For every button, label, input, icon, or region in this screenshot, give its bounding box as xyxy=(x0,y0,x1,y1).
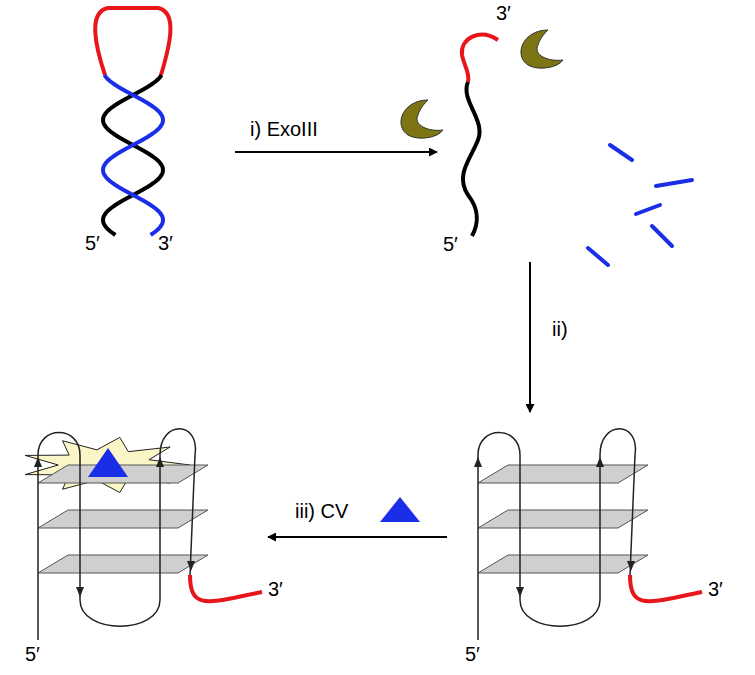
exonuclease-icon xyxy=(401,100,443,138)
loop-strand xyxy=(630,575,702,601)
strand-end-label: 3′ xyxy=(158,232,173,255)
strand-end-label: 3′ xyxy=(496,2,511,25)
strand-direction xyxy=(156,457,164,467)
strand-end-label: 5′ xyxy=(85,232,100,255)
exonuclease-icon xyxy=(521,30,563,68)
step-label: i) ExoIII xyxy=(250,118,318,141)
g-rich-strand xyxy=(478,429,635,640)
g-quadruplex xyxy=(474,429,702,640)
strand-direction xyxy=(187,561,195,571)
strand-end-label: 5′ xyxy=(443,233,458,256)
reaction-arrow xyxy=(268,536,447,538)
g-quadruplex xyxy=(34,429,262,640)
bound-crystal-violet xyxy=(88,448,128,477)
strand-direction xyxy=(627,561,635,571)
g-quartet xyxy=(38,555,208,573)
g-quartet xyxy=(478,465,648,483)
g-quartet xyxy=(38,510,208,528)
step-label: iii) CV xyxy=(295,500,348,523)
g-rich-strand xyxy=(38,429,195,640)
strand-direction xyxy=(34,457,42,467)
strand-direction xyxy=(516,587,524,597)
single-strand xyxy=(463,82,480,236)
strand-end-label: 5′ xyxy=(25,643,40,666)
strand-direction xyxy=(76,587,84,597)
strand-direction xyxy=(474,457,482,467)
double-helix xyxy=(103,75,163,235)
reaction-arrow xyxy=(529,262,531,412)
hairpin-loop xyxy=(95,8,170,75)
digested-fragments xyxy=(588,145,692,265)
loop-strand xyxy=(190,575,262,601)
strand-direction xyxy=(596,457,604,467)
complementary-strand xyxy=(103,75,163,235)
crystal-violet-icon xyxy=(380,497,420,522)
reaction-arrow xyxy=(235,151,437,153)
loop-strand xyxy=(462,35,498,82)
step-label: ii) xyxy=(552,318,568,341)
g-quartet xyxy=(478,510,648,528)
strand-end-label: 5′ xyxy=(465,643,480,666)
strand-end-label: 3′ xyxy=(708,578,723,601)
g-quartet xyxy=(478,555,648,573)
strand xyxy=(103,75,163,235)
strand-end-label: 3′ xyxy=(268,578,283,601)
